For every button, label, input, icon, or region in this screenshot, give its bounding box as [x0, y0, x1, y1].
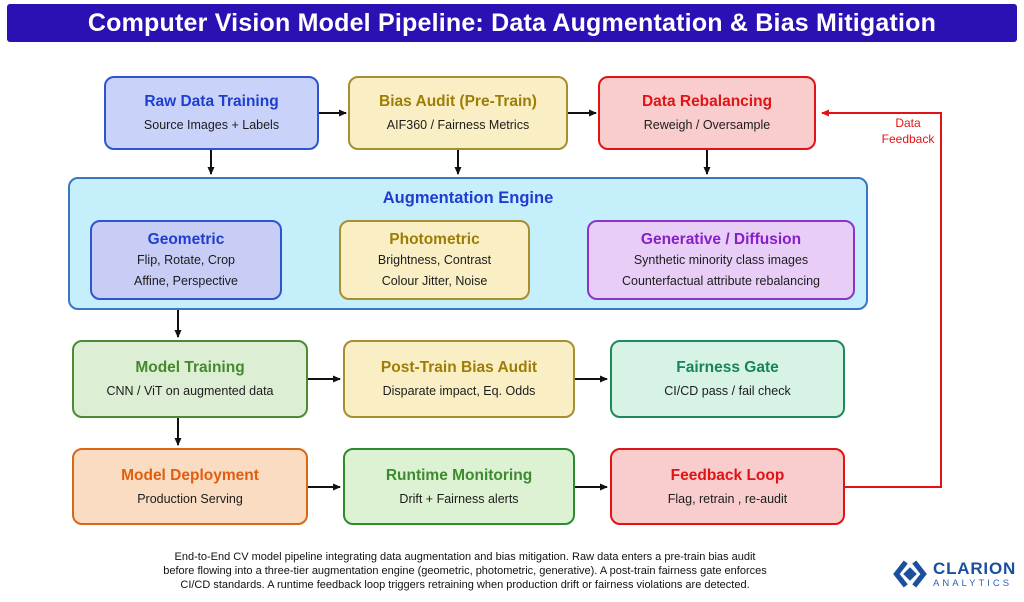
- node-title: Bias Audit (Pre-Train): [379, 93, 537, 110]
- node-title: Fairness Gate: [676, 359, 779, 376]
- node-fairness-gate: Fairness Gate CI/CD pass / fail check: [610, 340, 845, 418]
- node-title: Raw Data Training: [144, 93, 279, 110]
- node-post-train-bias-audit: Post-Train Bias Audit Disparate impact, …: [343, 340, 575, 418]
- node-title: Data Rebalancing: [641, 93, 773, 110]
- node-title: Runtime Monitoring: [385, 466, 533, 484]
- node-subtitle: Production Serving: [137, 491, 243, 506]
- node-subtitle-line1: Flip, Rotate, Crop: [137, 252, 235, 267]
- node-title: Generative / Diffusion: [640, 230, 802, 248]
- caption-line3: CI/CD standards. A runtime feedback loop…: [180, 579, 750, 591]
- data-feedback-label: Data Feedback: [875, 116, 941, 147]
- node-subtitle: Drift + Fairness alerts: [399, 491, 519, 506]
- caption-line2: before flowing into a three-tier augment…: [163, 565, 767, 577]
- node-data-rebalancing: Data Rebalancing Reweigh / Oversample: [598, 76, 816, 150]
- node-subtitle: CI/CD pass / fail check: [664, 384, 791, 398]
- title-bar: Computer Vision Model Pipeline: Data Aug…: [7, 4, 1017, 42]
- node-subtitle: Reweigh / Oversample: [643, 118, 771, 132]
- caption-line1: End-to-End CV model pipeline integrating…: [174, 551, 756, 563]
- node-raw-data-training: Raw Data Training Source Images + Labels: [104, 76, 319, 150]
- node-title: Post-Train Bias Audit: [380, 359, 538, 376]
- data-feedback-line1: Data: [895, 116, 921, 130]
- clarion-analytics-logo: CLARION ANALYTICS: [893, 557, 1016, 591]
- node-subtitle: Flag, retrain , re-audit: [667, 491, 788, 506]
- node-title: Photometric: [389, 230, 480, 248]
- node-model-training: Model Training CNN / ViT on augmented da…: [72, 340, 308, 418]
- node-photometric: Photometric Brightness, Contrast Colour …: [339, 220, 530, 300]
- node-runtime-monitoring: Runtime Monitoring Drift + Fairness aler…: [343, 448, 575, 525]
- node-title: Model Deployment: [121, 466, 259, 484]
- logo-text: CLARION ANALYTICS: [933, 560, 1016, 589]
- page-title: Computer Vision Model Pipeline: Data Aug…: [87, 8, 937, 37]
- node-subtitle-line2: Counterfactual attribute rebalancing: [621, 273, 821, 288]
- node-model-deployment: Model Deployment Production Serving: [72, 448, 308, 525]
- node-generative-diffusion: Generative / Diffusion Synthetic minorit…: [587, 220, 855, 300]
- node-subtitle-line2: Affine, Perspective: [134, 273, 238, 288]
- clarion-diamond-icon: [893, 560, 927, 588]
- node-bias-audit-pretrain: Bias Audit (Pre-Train) AIF360 / Fairness…: [348, 76, 568, 150]
- node-subtitle: AIF360 / Fairness Metrics: [386, 118, 530, 132]
- logo-subname: ANALYTICS: [933, 577, 1013, 589]
- node-subtitle: Disparate impact, Eq. Odds: [382, 384, 536, 398]
- logo-name: CLARION: [933, 558, 1017, 578]
- node-subtitle-line2: Colour Jitter, Noise: [381, 273, 488, 288]
- diagram-caption: End-to-End CV model pipeline integrating…: [60, 550, 870, 592]
- engine-title: Augmentation Engine: [382, 189, 554, 207]
- node-subtitle: CNN / ViT on augmented data: [106, 384, 274, 398]
- node-geometric: Geometric Flip, Rotate, Crop Affine, Per…: [90, 220, 282, 300]
- node-title: Feedback Loop: [670, 466, 785, 484]
- node-subtitle: Source Images + Labels: [143, 118, 280, 132]
- node-subtitle-line1: Brightness, Contrast: [377, 252, 492, 267]
- node-title: Geometric: [147, 230, 225, 248]
- node-title: Model Training: [135, 359, 245, 376]
- node-subtitle-line1: Synthetic minority class images: [633, 252, 809, 267]
- node-feedback-loop: Feedback Loop Flag, retrain , re-audit: [610, 448, 845, 525]
- data-feedback-line2: Feedback: [881, 131, 935, 146]
- augmentation-engine-container: Augmentation Engine Geometric Flip, Rota…: [68, 177, 868, 310]
